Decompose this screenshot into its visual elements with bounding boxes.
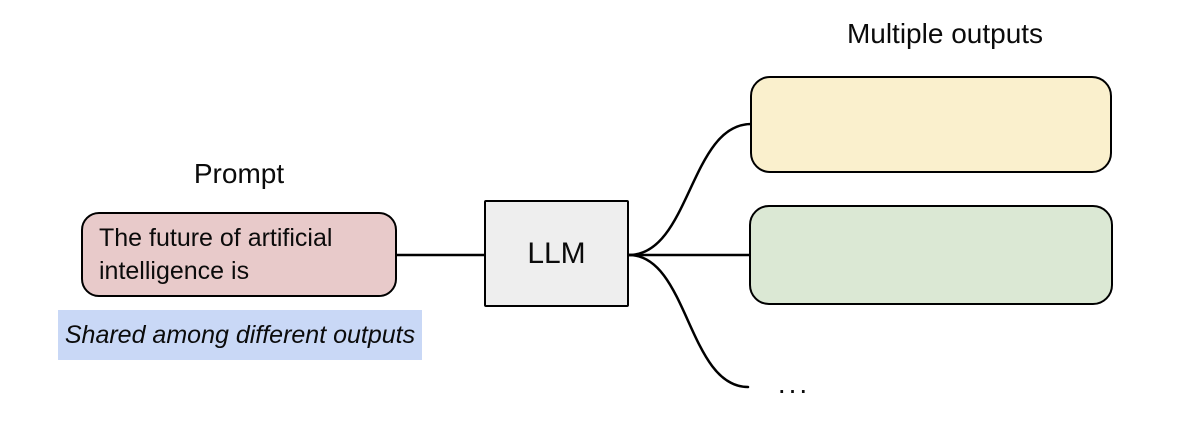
prompt-box-text: The future of artificial intelligence is xyxy=(99,223,333,285)
output-box-yellow xyxy=(750,76,1112,173)
llm-label: LLM xyxy=(527,236,586,270)
prompt-label: Prompt xyxy=(193,158,285,189)
multiple-outputs-label: Multiple outputs xyxy=(846,18,1044,49)
connector-llm-to-ellipsis xyxy=(627,253,750,389)
llm-box: LLM xyxy=(484,200,629,307)
connector-llm-to-output-1 xyxy=(627,122,753,257)
prompt-caption-highlight: Shared among different outputs xyxy=(58,310,422,360)
prompt-box: The future of artificial intelligence is xyxy=(81,212,397,297)
output-box-green xyxy=(749,205,1113,305)
more-outputs-ellipsis: ... xyxy=(777,368,811,399)
